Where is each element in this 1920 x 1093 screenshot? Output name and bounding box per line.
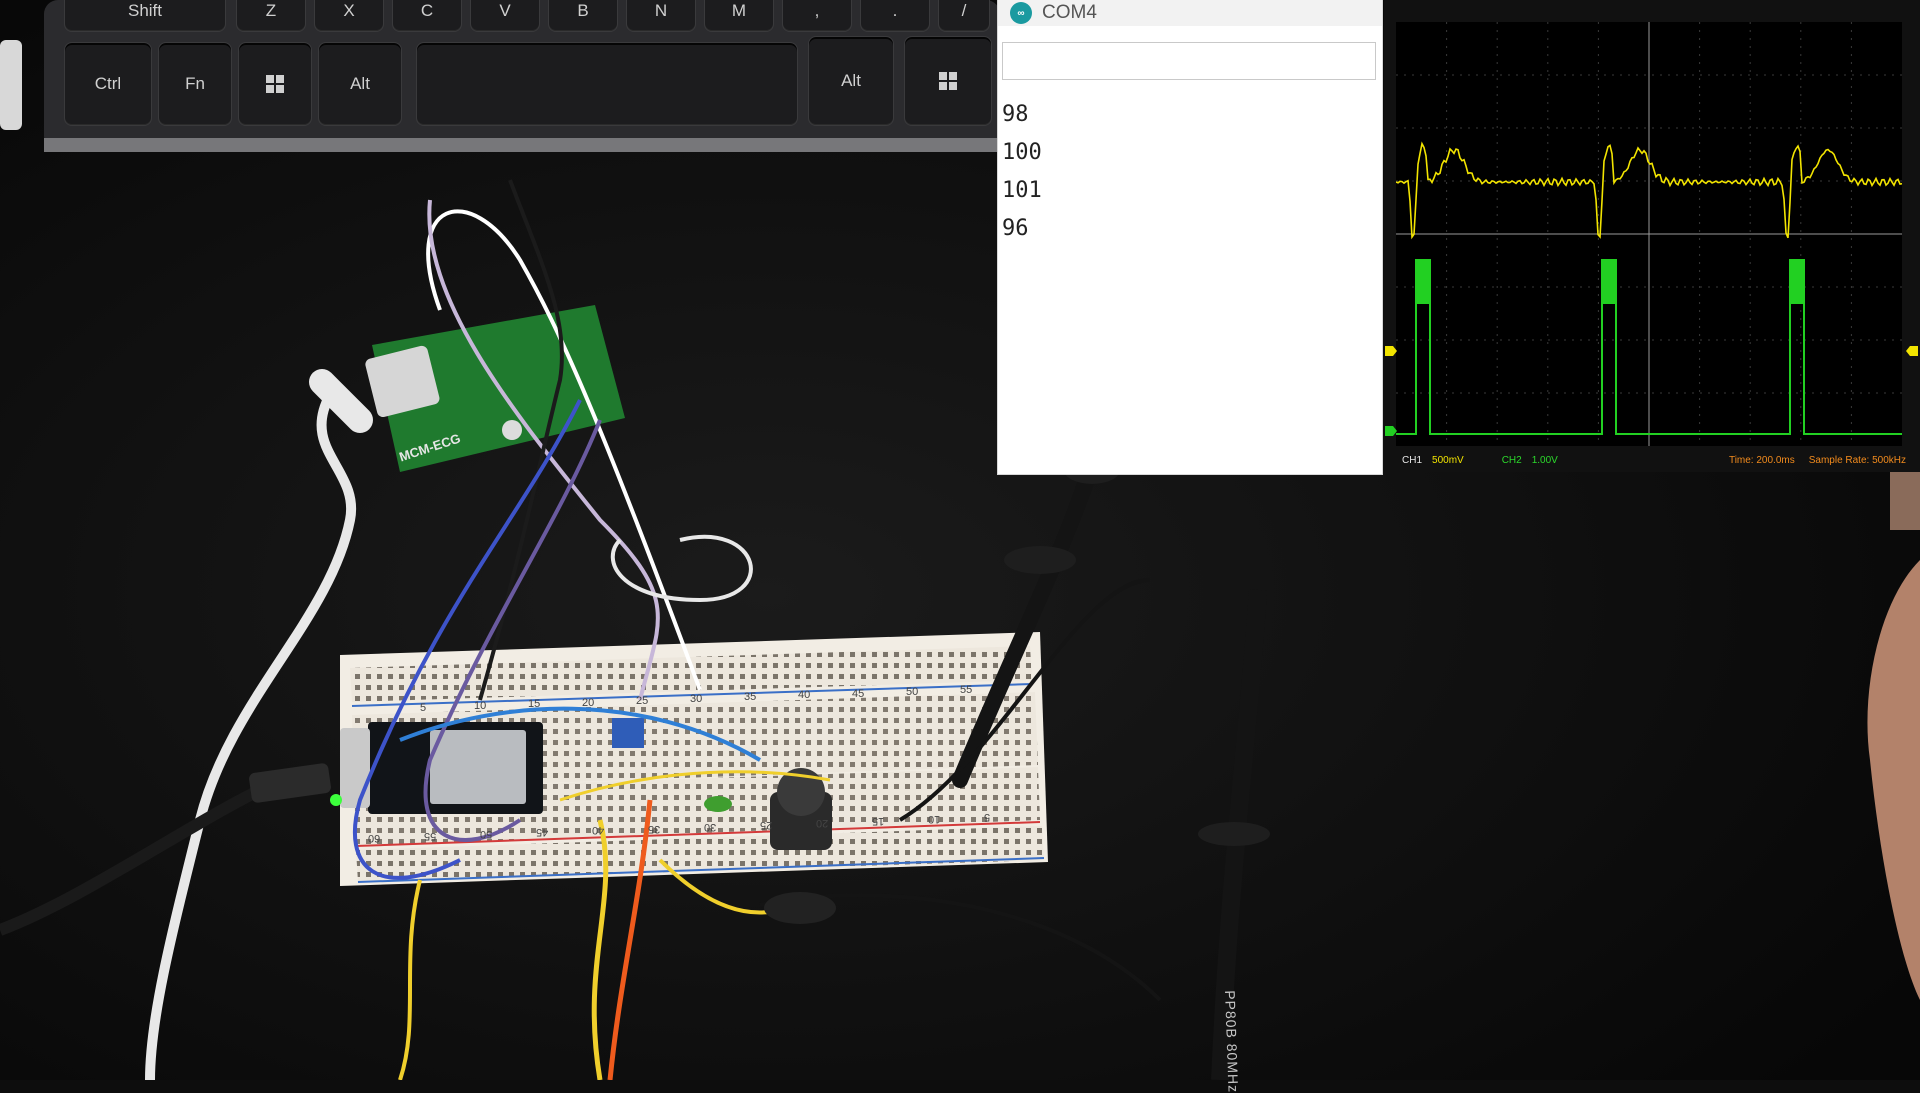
breadboard-column-number: 55 — [424, 830, 437, 843]
ch1-scale: 500mV — [1432, 454, 1464, 466]
breadboard-column-number: 55 — [960, 684, 973, 696]
breadboard-column-number: 40 — [798, 689, 811, 702]
breadboard-column-number: 20 — [816, 816, 829, 829]
serial-line: 101 — [1002, 178, 1042, 203]
ch2-pulse — [1602, 260, 1616, 304]
serial-monitor-titlebar[interactable]: ∞ COM4 — [998, 0, 1382, 26]
key-shift[interactable]: Shift — [64, 0, 226, 32]
key-n[interactable]: N — [626, 0, 696, 32]
sample-rate: Sample Rate: 500kHz — [1808, 454, 1906, 466]
breadboard-column-number: 35 — [648, 822, 661, 835]
arduino-logo-icon: ∞ — [1010, 2, 1032, 24]
key-v[interactable]: V — [470, 0, 540, 32]
key-period[interactable]: . — [860, 0, 930, 32]
key-space[interactable] — [416, 42, 798, 126]
serial-monitor-title: COM4 — [1042, 2, 1097, 23]
ch2-scale: 1.00V — [1531, 454, 1558, 466]
breadboard-column-number: 15 — [528, 698, 541, 711]
ch2-pulse — [1416, 260, 1430, 304]
breadboard-column-number: 50 — [480, 828, 493, 841]
key-z[interactable]: Z — [236, 0, 306, 32]
serial-line: 100 — [1002, 140, 1042, 165]
breadboard-column-number: 5 — [420, 702, 427, 714]
key-comma[interactable]: , — [782, 0, 852, 32]
breadboard-column-number: 10 — [474, 700, 487, 713]
ch1-trace — [1396, 141, 1902, 240]
serial-send-input[interactable] — [1002, 42, 1376, 80]
key-b[interactable]: B — [548, 0, 618, 32]
breadboard-column-number: 5 — [984, 811, 991, 824]
breadboard-column-number: 15 — [872, 814, 885, 827]
key-windows-left[interactable] — [238, 42, 312, 126]
ch2-label[interactable]: CH2 — [1501, 454, 1522, 466]
key-alt-left[interactable]: Alt — [318, 42, 402, 126]
breadboard-column-number: 40 — [592, 824, 605, 837]
breadboard-column-number: 20 — [582, 696, 595, 709]
breadboard-column-number: 50 — [906, 685, 919, 698]
scope-statusbar: CH1 500mV CH2 1.00V Time: 200.0ms Sample… — [1394, 452, 1910, 468]
breadboard-column-number: 35 — [744, 691, 757, 704]
key-alt-right[interactable]: Alt — [808, 36, 894, 126]
breadboard-column-number: 45 — [852, 687, 865, 700]
serial-monitor-window: ∞ COM4 98 100 101 96 — [998, 0, 1382, 474]
breadboard-column-number: 30 — [690, 693, 703, 705]
breadboard-column-number: 25 — [760, 818, 773, 831]
ch1-label[interactable]: CH1 — [1402, 454, 1423, 466]
key-windows-right[interactable] — [904, 36, 992, 126]
breadboard-column-number: 30 — [704, 820, 717, 833]
ch2-pulse — [1790, 260, 1804, 304]
key-m[interactable]: M — [704, 0, 774, 32]
timebase: Time: 200.0ms — [1728, 454, 1795, 466]
serial-output: 98 100 101 96 — [1002, 96, 1372, 456]
breadboard-column-number: 10 — [928, 813, 941, 825]
windows-icon — [266, 75, 284, 93]
serial-line: 96 — [1002, 216, 1029, 241]
scope-display[interactable] — [1396, 22, 1902, 446]
ch1-marker-icon — [1385, 346, 1397, 356]
serial-line: 98 — [1002, 102, 1029, 127]
key-slash[interactable]: / — [938, 0, 990, 32]
key-x[interactable]: X — [314, 0, 384, 32]
key-c[interactable]: C — [392, 0, 462, 32]
key-ctrl[interactable]: Ctrl — [64, 42, 152, 126]
windows-icon — [939, 72, 957, 90]
breadboard-column-number: 45 — [536, 826, 549, 839]
ch2-marker-icon — [1385, 426, 1397, 436]
breadboard-column-number: 25 — [636, 694, 649, 707]
trigger-marker-icon — [1906, 346, 1918, 356]
key-fn[interactable]: Fn — [158, 42, 232, 126]
oscilloscope-window: CH1 500mV CH2 1.00V Time: 200.0ms Sample… — [1384, 0, 1920, 472]
scope-grid — [1396, 22, 1902, 446]
breadboard-column-number: 60 — [368, 832, 381, 844]
